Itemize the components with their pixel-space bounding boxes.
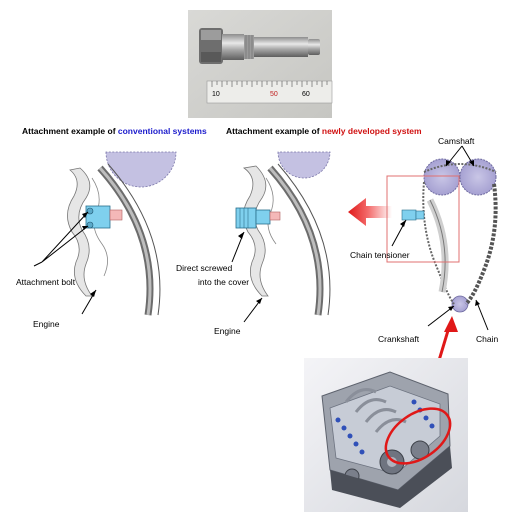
conventional-diagram (33, 151, 177, 316)
label-chain: Chain (476, 334, 498, 344)
timing-chain (464, 183, 498, 306)
hex-nut (199, 28, 223, 64)
new-tensioner-icon (235, 207, 281, 229)
header-conventional: Attachment example of conventional syste… (22, 126, 207, 136)
conventional-tensioner-icon (85, 205, 123, 229)
crankshaft-sprocket (451, 295, 469, 313)
tensioner-body (222, 34, 244, 60)
tensioner-highlight-box (386, 175, 460, 263)
camshaft-sprocket-partial-2 (277, 151, 331, 179)
tensioner-guide-right (426, 198, 449, 293)
ruler-number-50: 50 (270, 91, 278, 98)
header-conventional-highlight: conventional systems (118, 126, 207, 136)
ruler-number-60: 60 (302, 91, 310, 98)
chain-leader (475, 299, 489, 331)
ruler: 10 50 60 (206, 80, 333, 104)
header-new-highlight: newly developed system (322, 126, 422, 136)
engine-photo (304, 358, 468, 512)
plunger-tip (308, 39, 320, 55)
label-direct-screwed-2: into the cover (198, 277, 249, 287)
label-chain-tensioner: Chain tensioner (350, 250, 410, 260)
label-engine-left: Engine (33, 319, 60, 329)
right-tensioner-icon (401, 209, 425, 221)
crankshaft-leader (427, 305, 455, 327)
label-direct-screwed-1: Direct screwed (176, 263, 232, 273)
product-photo: 10 50 60 (188, 10, 333, 118)
replacement-arrow (348, 198, 392, 226)
new-system-diagram (231, 151, 331, 323)
timing-area-highlight (384, 407, 452, 465)
engine-pointer-head (444, 316, 458, 332)
label-camshaft: Camshaft (438, 136, 475, 146)
attachment-bolt-leader (41, 211, 89, 263)
label-attachment-bolt: Attachment bolt (16, 277, 76, 287)
ruler-number-10: 10 (212, 91, 220, 98)
timing-system-diagram (386, 145, 498, 331)
header-new-prefix: Attachment example of (226, 126, 322, 136)
header-conventional-prefix: Attachment example of (22, 126, 118, 136)
plunger-shaft (254, 37, 308, 57)
camshaft-sprocket-partial (105, 151, 177, 188)
header-new-system: Attachment example of newly developed sy… (226, 126, 422, 136)
label-crankshaft: Crankshaft (378, 334, 420, 344)
label-engine-right: Engine (214, 326, 241, 336)
